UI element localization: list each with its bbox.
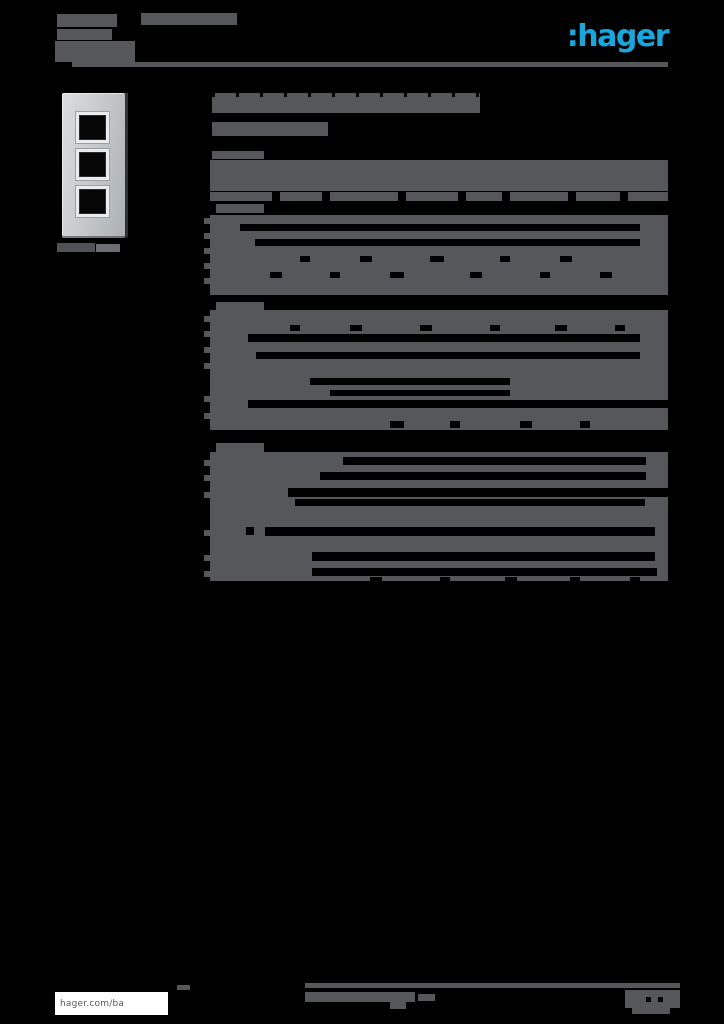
footer-site-link[interactable]: hager.com/ba	[60, 998, 125, 1009]
redacted-text-bar	[466, 192, 502, 201]
product-caption-bar	[57, 243, 95, 252]
redacted-text-bar	[510, 192, 568, 201]
line-gap	[560, 256, 572, 262]
line-gap	[265, 527, 655, 536]
text-tick	[204, 278, 210, 284]
text-tick	[204, 475, 210, 481]
line-gap	[343, 457, 646, 465]
redacted-text-bar	[576, 192, 620, 201]
line-gap	[360, 256, 372, 262]
line-gap	[440, 577, 450, 581]
text-tick	[204, 363, 210, 369]
hager-logo: :hager	[566, 19, 670, 54]
text-tick	[204, 492, 210, 498]
line-gap	[630, 577, 640, 581]
row-label-bar	[216, 443, 264, 452]
line-gap	[248, 400, 668, 408]
line-gap	[570, 577, 580, 581]
text-tick	[204, 233, 210, 239]
product-caption-bar	[96, 244, 120, 252]
line-gap	[240, 224, 640, 231]
line-gap	[300, 256, 310, 262]
plate-window	[76, 149, 109, 180]
line-gap	[470, 272, 482, 278]
plate-window	[76, 186, 109, 217]
footer-publisher-bar	[418, 994, 435, 1001]
line-gap	[270, 272, 282, 278]
text-tick	[204, 413, 210, 419]
header-ref-bar	[57, 14, 117, 27]
text-tick	[204, 555, 210, 561]
line-gap	[295, 499, 645, 506]
text-tick	[204, 331, 210, 337]
header-range-bar	[141, 13, 237, 25]
footer-tick	[177, 985, 190, 990]
footer-rule	[305, 983, 680, 988]
line-gap	[320, 472, 646, 480]
line-gap	[288, 488, 668, 497]
line-gap	[600, 272, 612, 278]
text-tick	[204, 396, 210, 402]
line-gap	[330, 390, 510, 396]
header-ref2-bar	[57, 29, 112, 40]
line-gap	[520, 421, 532, 428]
text-tick	[204, 248, 210, 254]
text-tick	[204, 316, 210, 322]
row-label-bar	[216, 204, 264, 213]
line-gap	[350, 325, 362, 331]
text-tick	[204, 347, 210, 353]
line-gap	[312, 552, 655, 561]
footer-publisher-bar	[305, 992, 415, 1002]
page-number-glyph	[658, 997, 663, 1002]
spec-slab	[210, 310, 668, 430]
line-gap	[248, 334, 640, 342]
line-gap	[430, 256, 444, 262]
line-gap	[555, 325, 567, 331]
section-label-bar	[212, 151, 264, 159]
line-gap	[500, 256, 510, 262]
footer-publisher-bar	[390, 1002, 406, 1009]
line-gap	[310, 378, 510, 385]
header-rule	[72, 62, 668, 67]
text-tick	[204, 571, 210, 577]
redacted-text-bar	[210, 192, 272, 201]
line-gap	[312, 568, 657, 576]
product-photo	[62, 93, 128, 238]
line-gap	[290, 325, 300, 331]
header-smalltext-bar	[55, 41, 135, 62]
redacted-text-bar	[628, 192, 668, 201]
redacted-text-bar	[280, 192, 322, 201]
line-gap	[580, 421, 590, 428]
line-gap	[615, 325, 625, 331]
line-gap	[505, 577, 517, 581]
text-tick	[204, 530, 210, 536]
line-gap	[390, 272, 404, 278]
line-gap	[256, 352, 640, 359]
paragraph-slab	[210, 160, 668, 191]
line-gap	[490, 325, 500, 331]
redacted-text-bar	[330, 192, 398, 201]
product-title-bar	[212, 93, 480, 113]
line-gap	[420, 325, 432, 331]
line-gap	[540, 272, 550, 278]
line-gap	[390, 421, 404, 428]
redacted-text-bar	[406, 192, 458, 201]
line-gap	[330, 272, 340, 278]
footer-link-box: hager.com/ba	[55, 992, 168, 1015]
text-tick	[204, 263, 210, 269]
line-gap	[450, 421, 460, 428]
text-tick	[204, 460, 210, 466]
plate-window	[76, 112, 109, 143]
product-subtitle-bar	[212, 122, 328, 136]
line-gap	[370, 577, 382, 581]
line-gap	[246, 527, 254, 535]
line-gap	[255, 239, 640, 246]
footer-page-block	[632, 1008, 670, 1014]
page-number-glyph	[646, 997, 651, 1002]
row-label-bar	[216, 302, 264, 311]
text-tick	[204, 218, 210, 224]
footer-page-block	[625, 990, 680, 1008]
